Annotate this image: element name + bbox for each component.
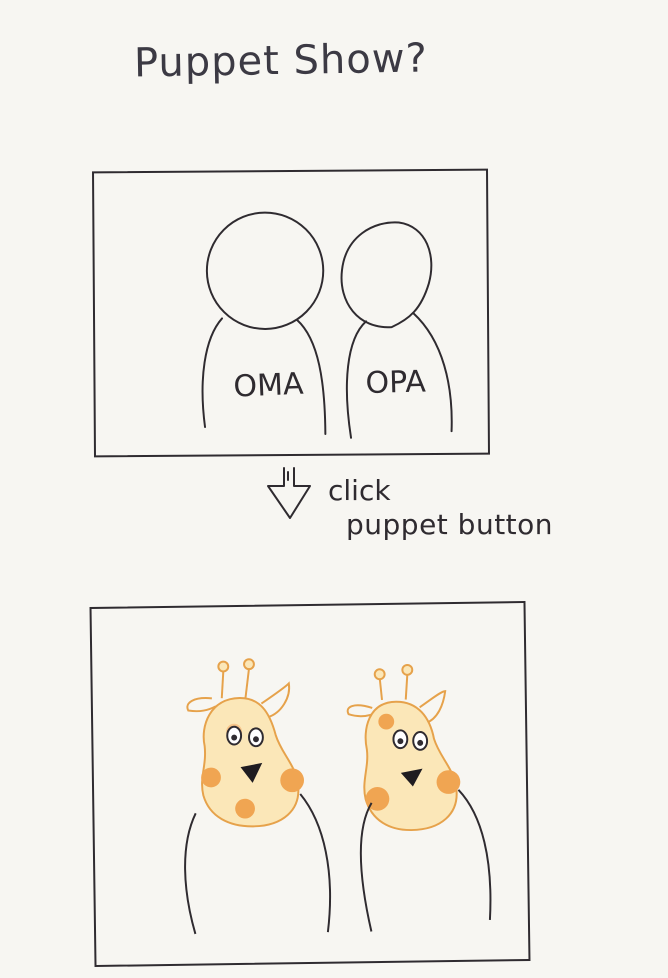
oma-body <box>201 317 224 428</box>
oma-body <box>295 318 327 436</box>
giraffe-puppet-right <box>346 663 492 932</box>
opa-body <box>412 312 453 433</box>
opa-head <box>340 221 433 329</box>
people-sketch <box>201 211 453 439</box>
oma-label: OMA <box>232 366 305 405</box>
opa-body <box>345 320 367 439</box>
caption-line-puppet-button: puppet button <box>346 508 554 541</box>
giraffe-head <box>363 700 458 832</box>
giraffe-puppet-left <box>184 658 332 935</box>
opa-label: OPA <box>365 364 427 402</box>
page-title: Puppet Show? <box>133 35 429 87</box>
panel-before: OMA OPA <box>92 168 490 458</box>
transition-caption: click puppet button <box>328 474 553 542</box>
giraffe-head <box>201 696 300 828</box>
down-arrow-icon <box>264 466 314 522</box>
panel-after <box>89 600 531 968</box>
puppets-sketch <box>184 658 492 935</box>
oma-head <box>205 211 325 330</box>
caption-line-click: click <box>328 474 391 507</box>
